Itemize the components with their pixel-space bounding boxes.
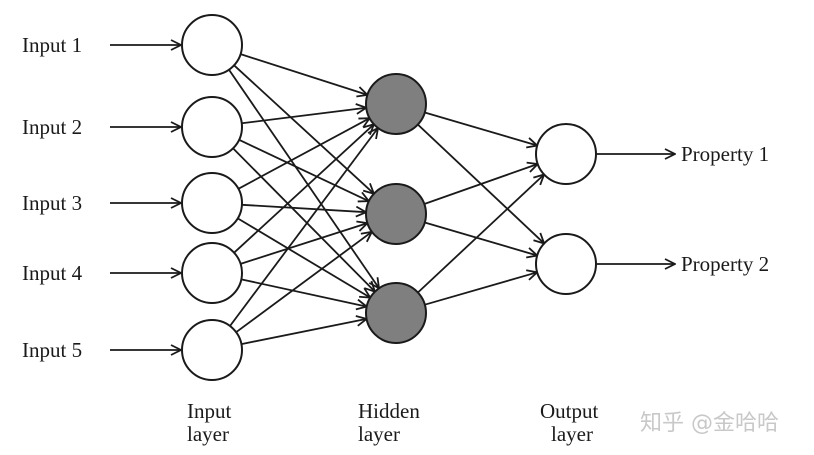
output-layer-label-line2: layer [551,422,593,446]
edge-input2-hidden2 [238,139,369,201]
input-node [181,242,243,304]
edge-input5-hidden2 [235,232,372,333]
edge-input5-hidden1 [229,128,378,327]
edge-hidden2-output1 [423,164,537,205]
hidden-node [365,282,427,344]
edge-hidden3-output2 [424,272,537,306]
edge-input2-hidden3 [232,147,375,291]
edge-input3-hidden1 [237,118,369,190]
edge-input4-hidden1 [233,124,374,254]
edge-input1-hidden1 [240,53,368,95]
watermark: 知乎 @金哈哈 [640,411,779,436]
hidden-node [365,73,427,135]
input-label: Input 3 [22,191,82,215]
edge-input2-hidden1 [241,108,366,125]
edge-input4-hidden2 [240,223,368,265]
input-node [181,172,243,234]
edge-hidden3-output1 [417,174,544,294]
input-layer-label-line2: layer [187,422,229,446]
edge-input3-hidden3 [237,217,371,297]
edge-hidden1-output1 [424,111,537,145]
output-node [535,233,597,295]
edge-input1-hidden2 [233,64,374,193]
hidden-node [365,183,427,245]
edge-input3-hidden2 [241,203,366,212]
output-label: Property 1 [681,142,769,166]
hidden-layer-label-line1: Hidden [358,399,420,423]
output-label: Property 2 [681,252,769,276]
output-layer-label-line1: Output [540,399,599,423]
input-label: Input 5 [22,338,82,362]
input-layer-label-line1: Input [187,399,231,423]
edge-input1-hidden3 [228,69,379,289]
input-node [181,96,243,158]
hidden-layer-label-line2: layer [358,422,400,446]
output-node [535,123,597,185]
input-label: Input 2 [22,115,82,139]
input-node [181,14,243,76]
input-node [181,319,243,381]
input-label: Input 4 [22,261,83,285]
edge-hidden2-output2 [424,221,537,255]
edge-input5-hidden3 [241,319,366,345]
input-label: Input 1 [22,33,82,57]
